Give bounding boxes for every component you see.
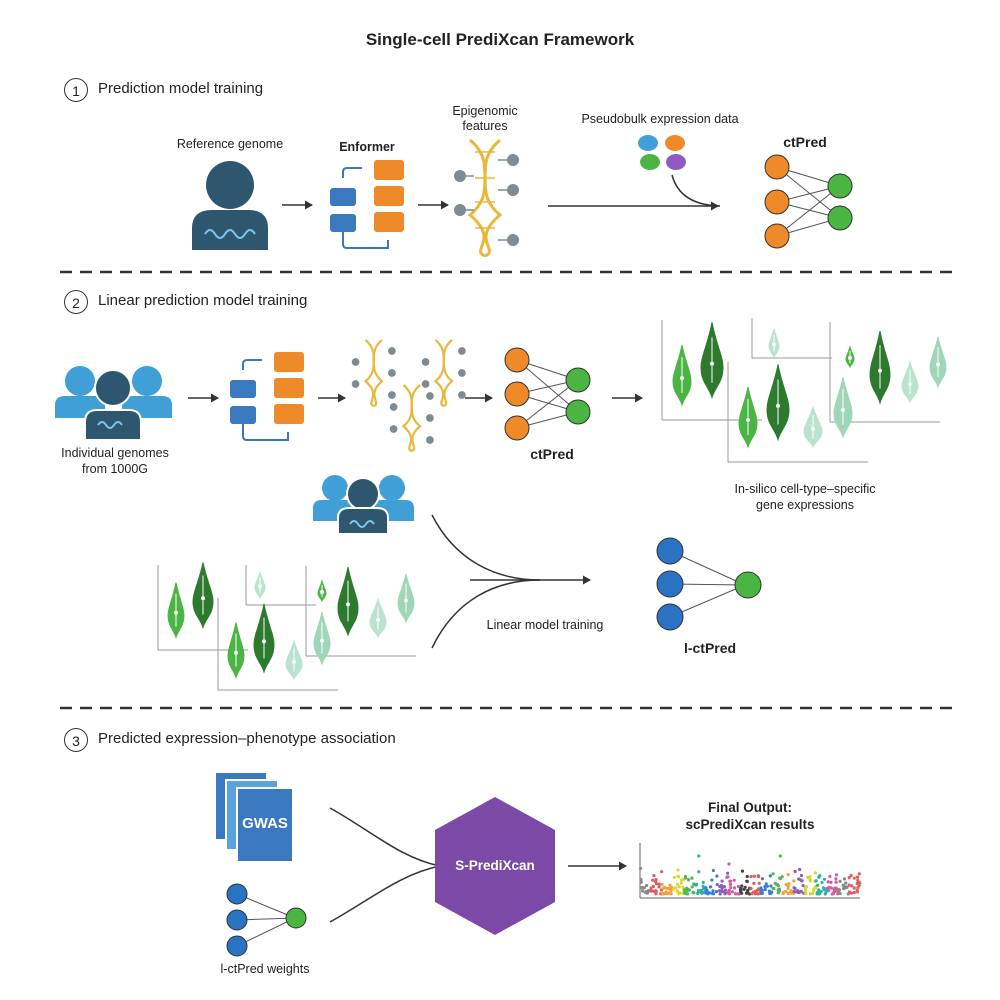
step-number-1: 1 [64,78,88,102]
l-ctpred-weights-network [226,883,307,957]
arrow-pseudobulk-curve [671,174,721,207]
ctpred-label-2: ctPred [530,446,574,462]
converge-curve-top [431,514,541,581]
curve-weights-to-spredixcan [329,865,441,923]
pseudobulk-label: Pseudobulk expression data [581,112,739,126]
step-label-3: Predicted expression–phenotype associati… [98,730,396,747]
epigenomic-features-small-dna-icons [351,339,466,453]
ctpred-network-2 [504,347,591,441]
epigenomic-features-label-line2: features [462,119,508,133]
l-ctpred-network [656,537,762,631]
ctpred-label-1: ctPred [783,134,827,150]
individual-genomes-people-icon [55,366,172,441]
s-predixcan-hexagon [435,797,555,935]
step-label-1: Prediction model training [98,80,264,97]
page-title: Single-cell PrediXcan Framework [365,30,635,49]
individual-genomes-label-line2: from 1000G [81,462,148,476]
reference-genome-label: Reference genome [176,137,284,151]
enformer-label: Enformer [339,140,395,154]
final-output-label-line2: scPrediXcan results [685,817,815,832]
reference-genome-person-icon [192,161,268,250]
curve-gwas-to-spredixcan [329,807,441,867]
individual-genomes-people-icon-2 [313,475,414,535]
converge-curve-bottom [431,579,541,649]
enformer-icon [330,160,404,249]
insilico-violin-plots [661,318,947,463]
ctpred-network-1 [764,154,853,249]
insilico-label-line1: In-silico cell-type–specific [734,482,876,496]
epigenomic-features-dna-icon [454,138,519,258]
step-number-3: 3 [64,728,88,752]
gwas-label: GWAS [242,815,288,832]
training-violin-plots [157,562,416,691]
step-label-2: Linear prediction model training [98,292,308,309]
individual-genomes-label-line1: Individual genomes [61,446,169,460]
final-output-label-line1: Final Output: [708,800,792,815]
gwas-documents-icon [214,771,294,863]
insilico-label-line2: gene expressions [756,498,854,512]
linear-model-training-label: Linear model training [486,618,604,632]
pseudobulk-cells-icon [638,135,686,170]
enformer-icon-2 [230,352,304,441]
step-number-2: 2 [64,290,88,314]
l-ctpred-label: l-ctPred [683,640,737,656]
l-ctpred-weights-label: l-ctPred weights [220,962,310,976]
epigenomic-features-label-line1: Epigenomic [452,104,518,118]
manhattan-plot [638,843,862,899]
s-predixcan-label: S-PrediXcan [455,858,535,873]
